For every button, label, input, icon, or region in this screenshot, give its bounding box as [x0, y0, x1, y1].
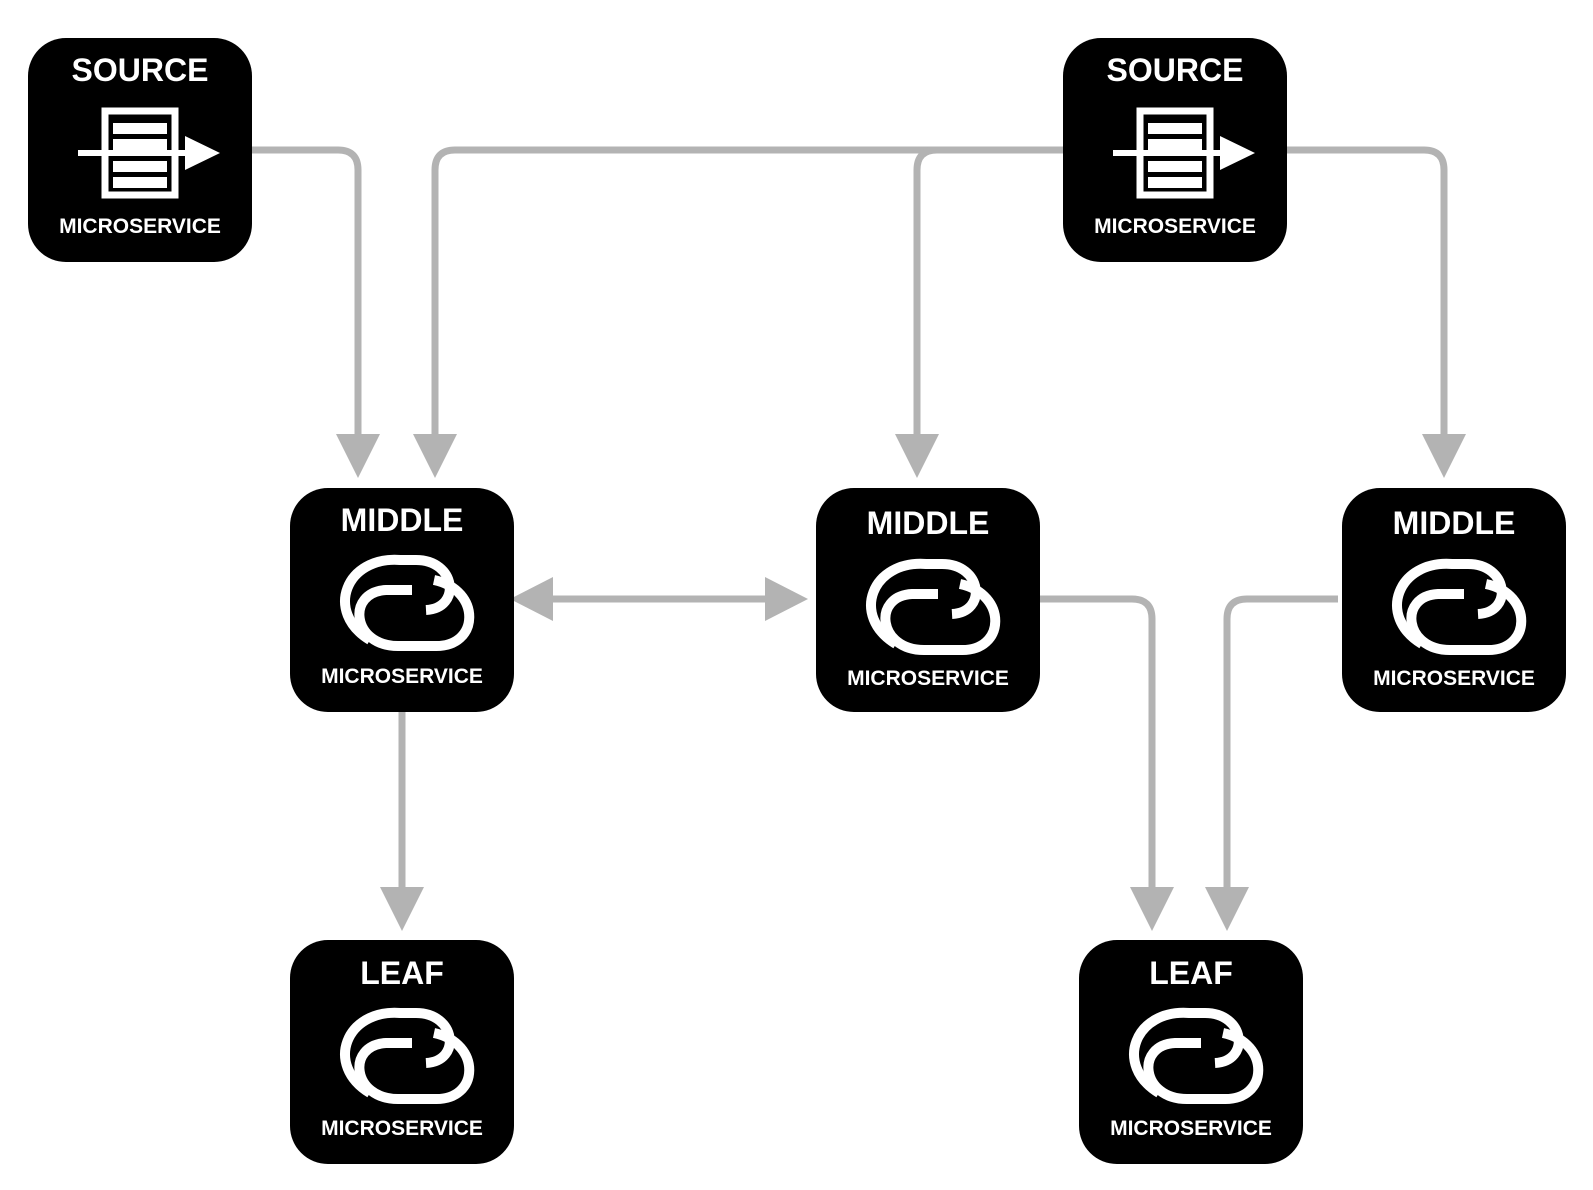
arrowhead-middle1-to-leaf1 — [380, 887, 424, 931]
edge-middle2-to-leaf2 — [1040, 595, 1156, 894]
node-middle-3: MIDDLE MICROSERVICE — [1342, 488, 1566, 712]
arrowhead-source2-to-middle2 — [895, 434, 939, 478]
node-subtitle: MICROSERVICE — [1094, 215, 1256, 238]
edge-source2-to-middle3 — [1285, 146, 1448, 442]
arrowhead-middle3-to-leaf2 — [1205, 887, 1249, 931]
edge-source1-to-middle1 — [252, 146, 362, 442]
arrowhead-middle2-side — [765, 577, 808, 621]
node-box — [816, 488, 1040, 712]
node-leaf-1: LEAF MICROSERVICE — [290, 940, 514, 1164]
node-subtitle: MICROSERVICE — [321, 1117, 483, 1140]
edge-source2-to-middle2 — [913, 146, 1063, 442]
node-box — [1079, 940, 1303, 1164]
arrowhead-source2-to-middle1 — [413, 434, 457, 478]
node-title: LEAF — [1149, 955, 1233, 991]
node-subtitle: MICROSERVICE — [847, 667, 1009, 690]
node-subtitle: MICROSERVICE — [1373, 667, 1535, 690]
node-subtitle: MICROSERVICE — [321, 665, 483, 688]
arrowhead-middle1-side — [510, 577, 553, 621]
node-middle-2: MIDDLE MICROSERVICE — [816, 488, 1040, 712]
arrowhead-source1-to-middle1 — [336, 434, 380, 478]
node-subtitle: MICROSERVICE — [59, 215, 221, 238]
edges-layer — [252, 146, 1466, 931]
node-source-1: SOURCE MICROSERVICE — [28, 38, 252, 262]
node-title: SOURCE — [72, 52, 209, 88]
edge-middle3-to-leaf2 — [1223, 595, 1338, 894]
node-leaf-2: LEAF MICROSERVICE — [1079, 940, 1303, 1164]
node-box — [1342, 488, 1566, 712]
arrowhead-source2-to-middle3 — [1422, 434, 1466, 478]
arrowhead-middle2-to-leaf2 — [1130, 887, 1174, 931]
node-middle-1: MIDDLE MICROSERVICE — [290, 488, 514, 712]
node-title: MIDDLE — [341, 502, 464, 538]
node-title: MIDDLE — [867, 505, 990, 541]
node-title: MIDDLE — [1393, 505, 1516, 541]
node-title: LEAF — [360, 955, 444, 991]
node-box — [290, 940, 514, 1164]
node-box — [290, 488, 514, 712]
node-title: SOURCE — [1107, 52, 1244, 88]
edge-source2-to-middle1 — [431, 146, 1063, 442]
node-source-2: SOURCE MICROSERVICE — [1063, 38, 1287, 262]
node-subtitle: MICROSERVICE — [1110, 1117, 1272, 1140]
